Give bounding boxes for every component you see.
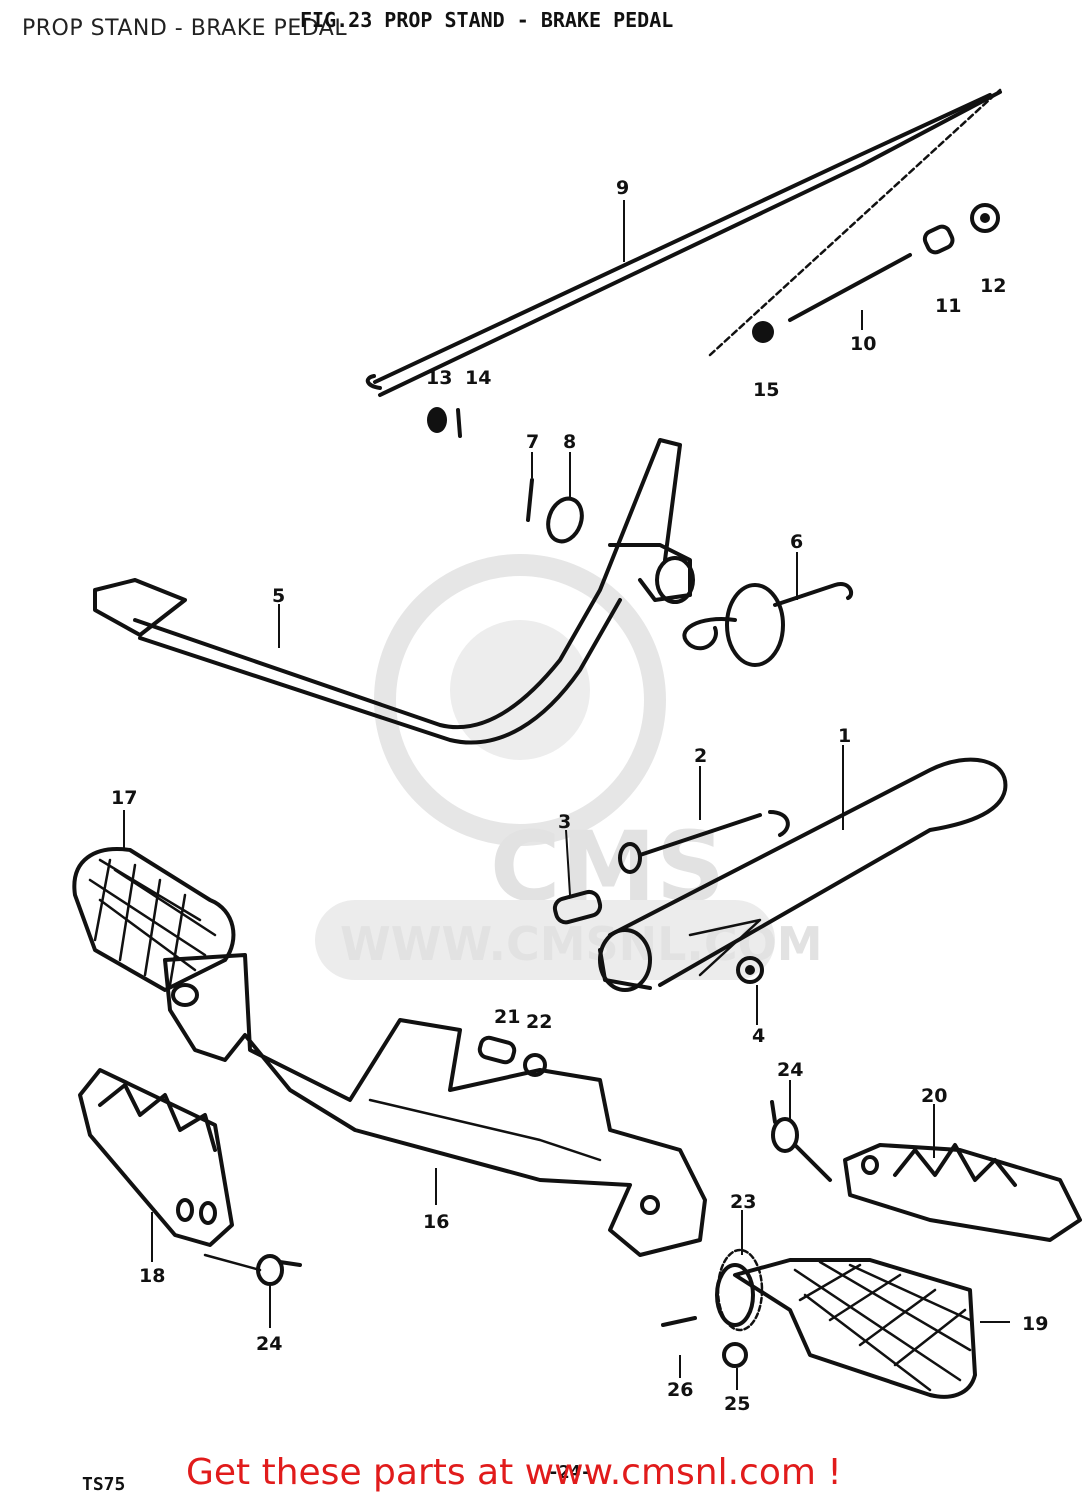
callout-10: 10	[850, 333, 876, 355]
watermark-logo-face	[450, 620, 590, 760]
part-24-spring-left	[203, 1253, 302, 1286]
callout-4: 4	[752, 1025, 765, 1047]
watermark-logo-ring	[374, 554, 666, 846]
part-12-nut	[970, 203, 1000, 233]
page-title: PROP STAND - BRAKE PEDAL	[22, 16, 348, 41]
callout-23: 23	[730, 1191, 756, 1213]
callout-26: 26	[667, 1379, 693, 1401]
part-3-pivot-bolt	[552, 889, 603, 925]
part-16-footrest-bar	[163, 953, 707, 1257]
page-number: -24-	[548, 1462, 592, 1483]
part-13-washer	[427, 407, 447, 433]
part-19-footrest-rubber	[715, 1258, 977, 1399]
callout-6: 6	[790, 531, 803, 553]
part-24-spring-right	[770, 1100, 832, 1182]
callout-24-left: 24	[256, 1333, 282, 1355]
callout-11: 11	[935, 295, 961, 317]
callout-1: 1	[838, 725, 851, 747]
part-11-adjust-nut	[922, 224, 955, 255]
callout-17: 17	[111, 787, 137, 809]
part-21-bolt	[477, 1035, 517, 1065]
part-14-cotter-pin	[456, 408, 462, 438]
part-26-pin	[661, 1316, 697, 1327]
callout-13: 13	[426, 367, 452, 389]
callout-20: 20	[921, 1085, 947, 1107]
part-6-pedal-return-spring	[682, 582, 854, 667]
callout-5: 5	[272, 585, 285, 607]
leader-lines	[123, 200, 1010, 1390]
callout-21: 21	[494, 1006, 520, 1028]
model-code: TS75	[82, 1474, 126, 1495]
callout-labels: 1 2 3 4 5 6 7 8 9 10 11 12 13 14 15 16 1…	[111, 177, 1048, 1415]
callout-22: 22	[526, 1011, 552, 1033]
figure-title: FIG.23 PROP STAND - BRAKE PEDAL	[300, 8, 674, 32]
part-10-rod-spring	[708, 88, 1002, 357]
watermark: CMS WWW.CMSNL.COM	[315, 554, 823, 980]
callout-24-right: 24	[777, 1059, 803, 1081]
callout-25: 25	[724, 1393, 750, 1415]
part-17-footrest-rubber	[72, 847, 236, 992]
part-8-washer	[546, 496, 584, 544]
callout-3: 3	[558, 811, 571, 833]
part-20-footrest-bracket	[843, 1143, 1082, 1242]
watermark-url-pill	[315, 900, 775, 980]
part-15-nut	[752, 321, 774, 343]
callout-9: 9	[616, 177, 629, 199]
callout-16: 16	[423, 1211, 449, 1233]
parts-link[interactable]: Get these parts at www.cmsnl.com !	[186, 1452, 842, 1493]
callout-12: 12	[980, 275, 1006, 297]
part-9-brake-rod	[365, 90, 1002, 397]
callout-7: 7	[526, 431, 539, 453]
callout-8: 8	[563, 431, 576, 453]
part-23-washer	[716, 1248, 764, 1332]
watermark-url-text: WWW.CMSNL.COM	[340, 917, 823, 971]
part-1-prop-stand	[598, 757, 1008, 992]
callout-15: 15	[753, 379, 779, 401]
callout-14: 14	[465, 367, 491, 389]
part-4-nut	[736, 956, 764, 984]
callout-2: 2	[694, 745, 707, 767]
part-18-footrest-bracket	[78, 1068, 234, 1247]
part-2-stand-spring	[618, 810, 790, 874]
part-7-grease-nipple	[526, 478, 534, 522]
callout-19: 19	[1022, 1313, 1048, 1335]
part-22-washer	[523, 1053, 547, 1077]
part-25-clip	[722, 1342, 748, 1368]
callout-18: 18	[139, 1265, 165, 1287]
part-5-brake-pedal	[93, 438, 695, 745]
